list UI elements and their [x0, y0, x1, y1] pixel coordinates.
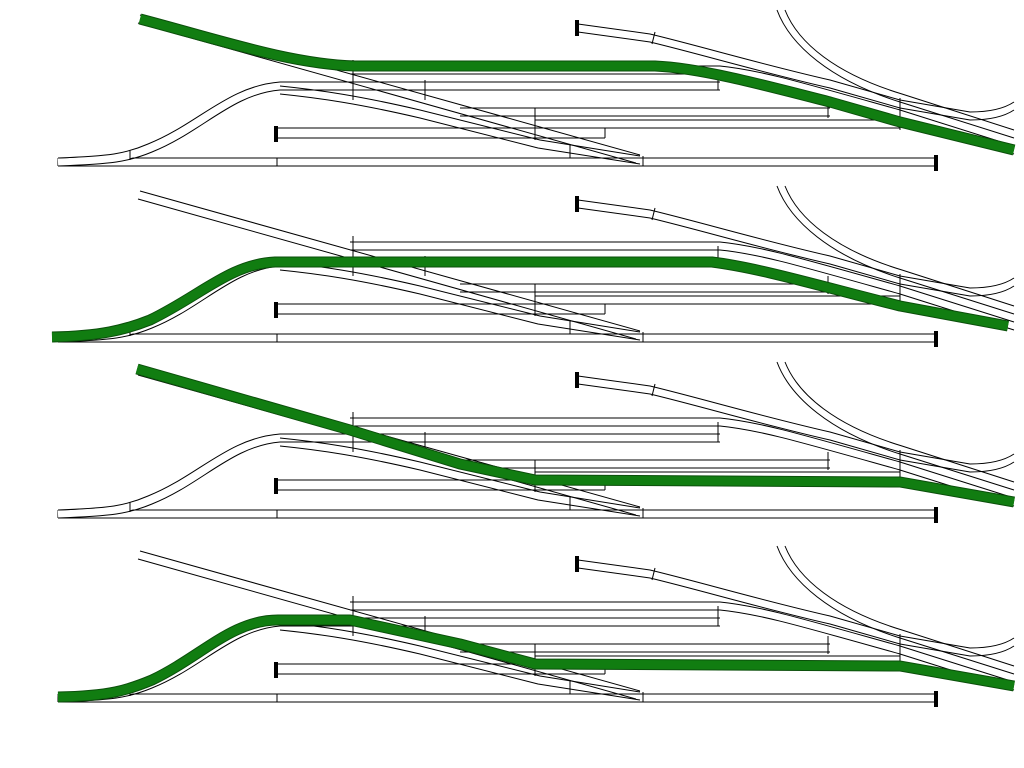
- route-highlight-fill: [138, 14, 1016, 155]
- panel-1: [58, 10, 1014, 171]
- route-highlight-fill: [57, 615, 1015, 702]
- panel-2: [51, 186, 1014, 347]
- panel-3: [58, 362, 1014, 523]
- route-highlight-fill: [135, 364, 1015, 507]
- panel-4: [58, 546, 1014, 707]
- route-highlight-fill: [51, 257, 1009, 342]
